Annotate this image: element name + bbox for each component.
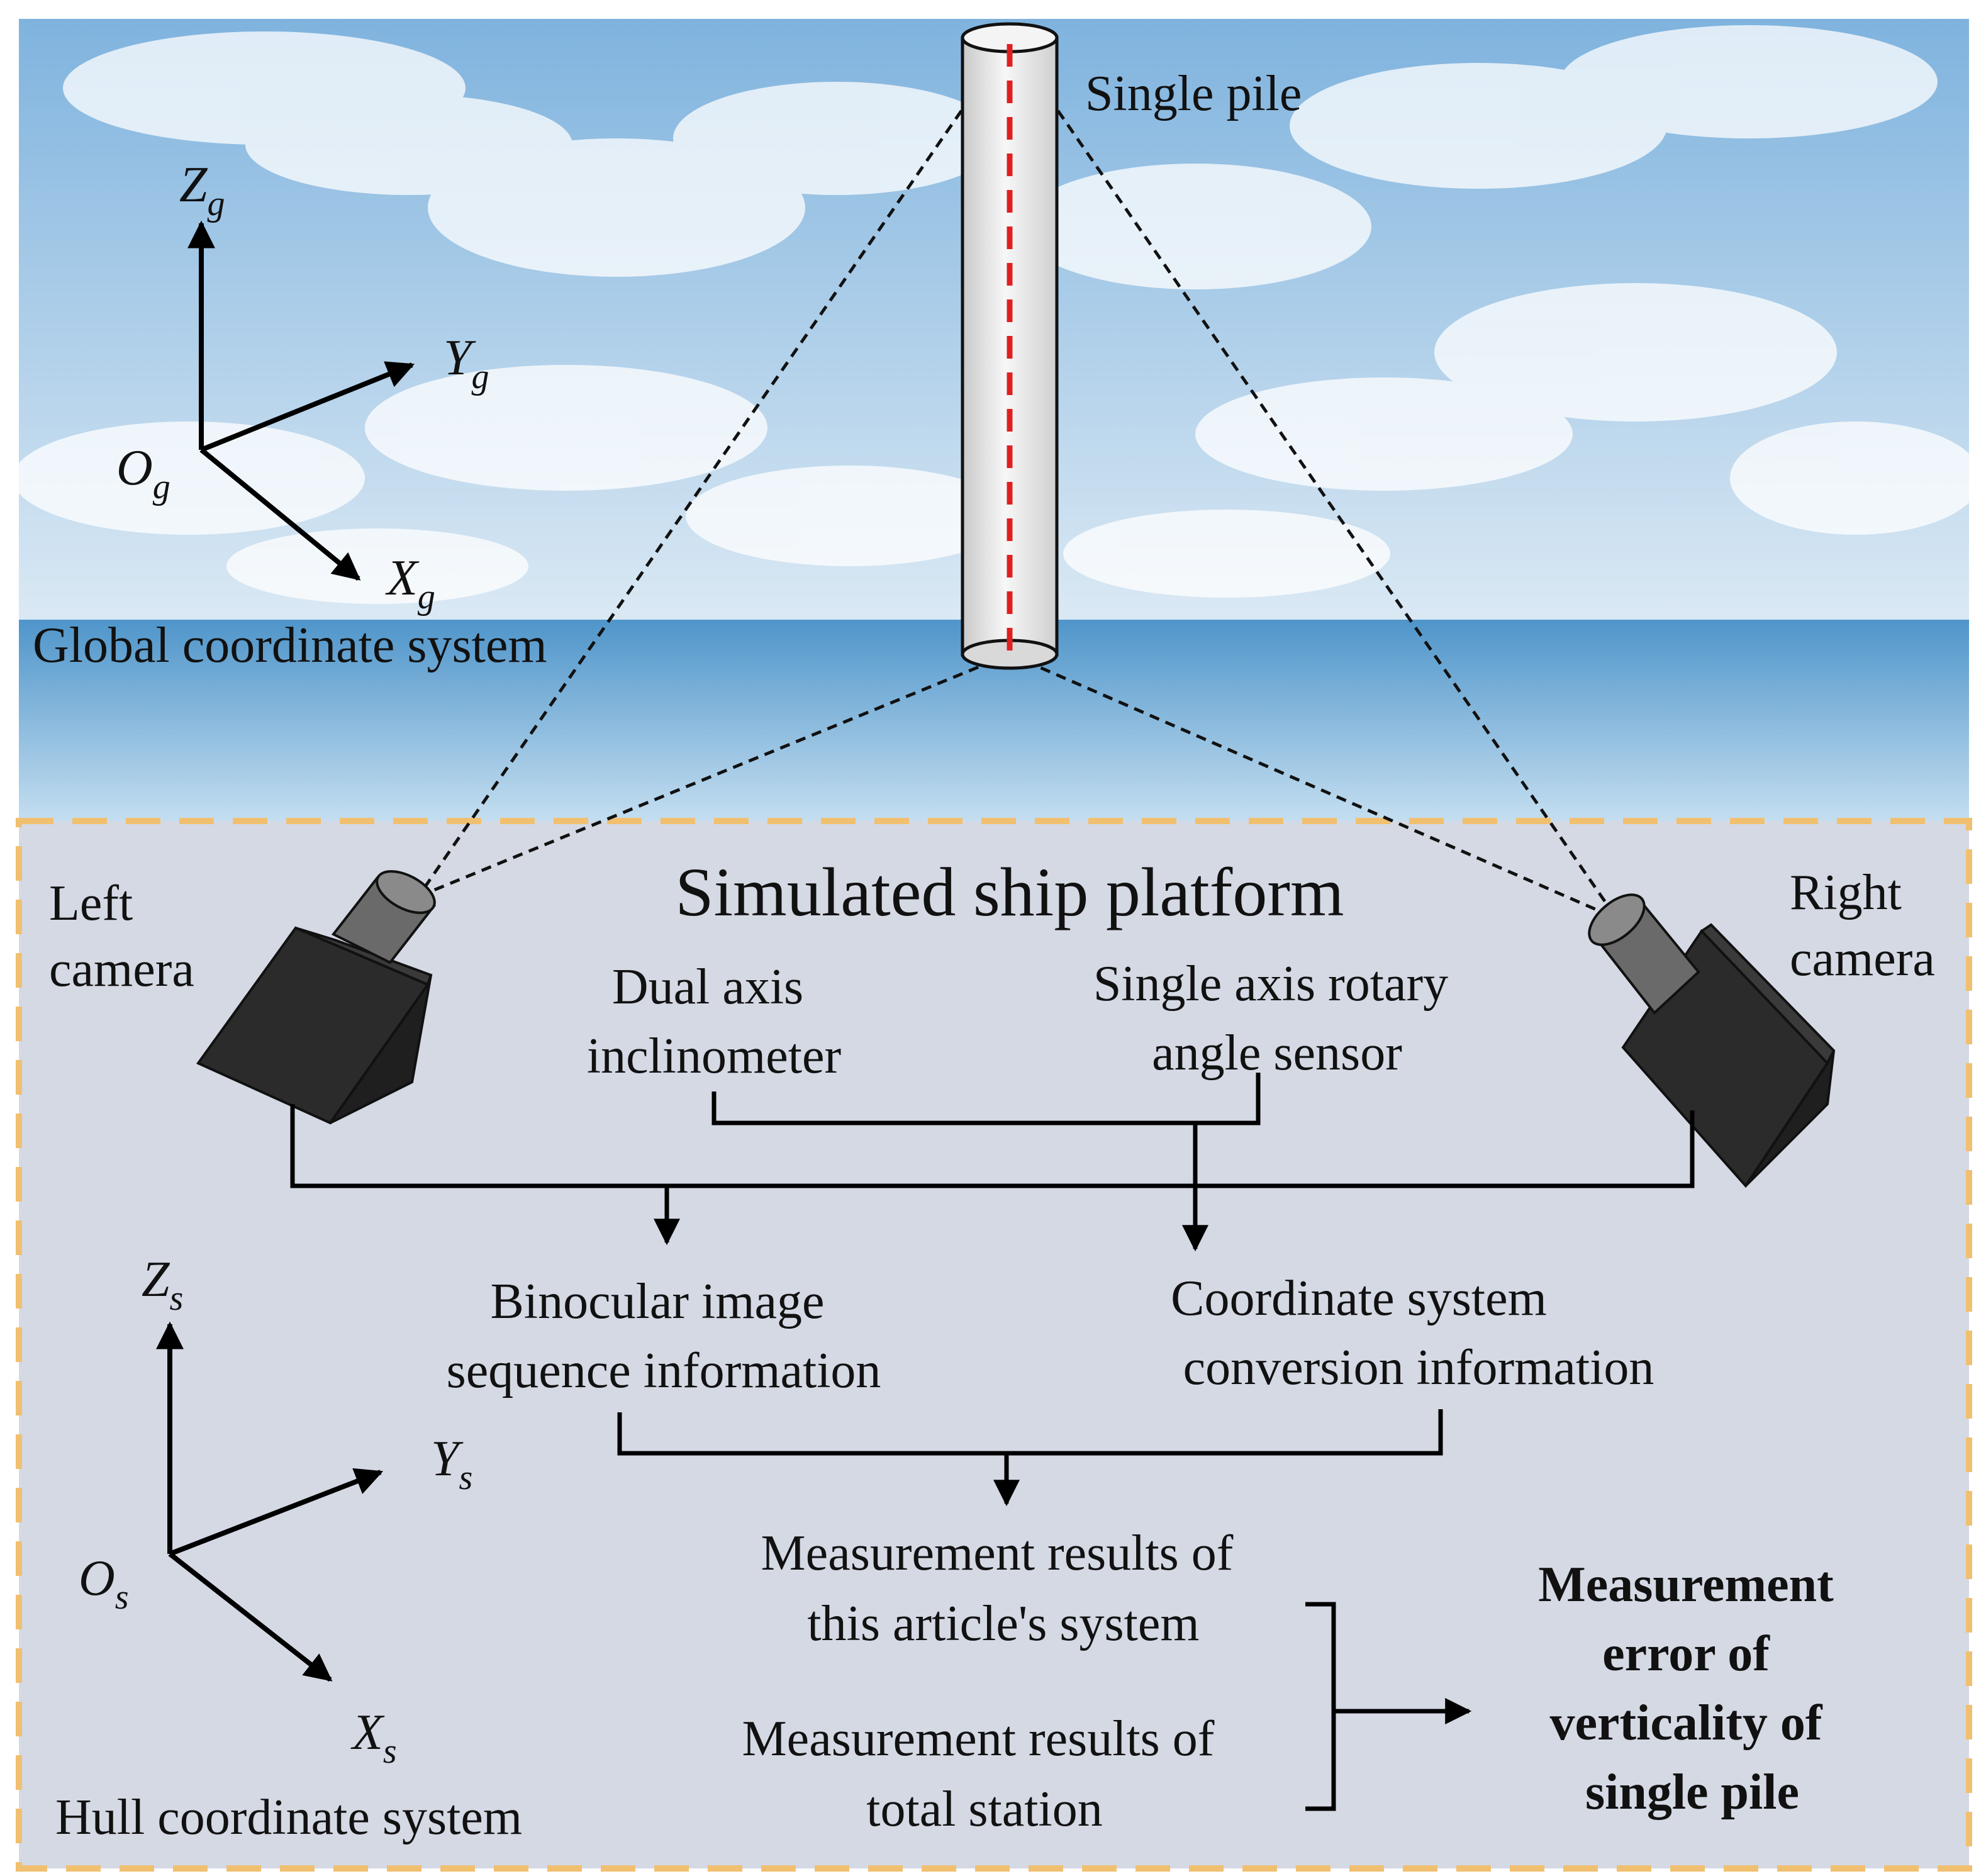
right-camera-icon <box>1588 893 1836 1188</box>
error-label: Measurement error of verticality of sing… <box>1538 1557 1846 1820</box>
left-camera-icon <box>196 870 437 1125</box>
binocular-info-label: Binocular image sequence information <box>447 1274 881 1399</box>
global-y-label: Yg <box>444 330 489 396</box>
clouds <box>13 25 1982 604</box>
global-origin-label: Og <box>116 440 170 506</box>
hull-origin-label: Os <box>79 1551 129 1617</box>
platform-title: Simulated ship platform <box>675 854 1344 930</box>
rotary-sensor-label: Single axis rotary angle sensor <box>1093 956 1461 1081</box>
single-pile <box>961 22 1059 670</box>
hull-cs-title: Hull coordinate system <box>55 1790 522 1845</box>
pile-label: Single pile <box>1085 66 1302 121</box>
connector-lines <box>290 1073 1695 1811</box>
conversion-info-label: Coordinate system conversion information <box>1171 1271 1654 1395</box>
results-station-label: Measurement results of total station <box>742 1711 1227 1837</box>
right-camera-label: Right camera <box>1790 865 1935 986</box>
results-system-label: Measurement results of this article's sy… <box>761 1526 1246 1651</box>
inclinometer-label: Dual axis inclinometer <box>587 959 841 1084</box>
global-x-label: Xg <box>385 550 435 617</box>
global-z-label: Zg <box>179 157 225 223</box>
sight-lines <box>416 40 1619 920</box>
left-camera-label: Left camera <box>49 876 194 997</box>
global-cs-title: Global coordinate system <box>33 618 547 673</box>
hull-z-label: Zs <box>142 1252 183 1318</box>
hull-x-label: Xs <box>350 1705 397 1771</box>
global-coordinate-axes <box>187 220 415 581</box>
platform-border <box>16 818 1972 1872</box>
hull-y-label: Ys <box>431 1431 472 1497</box>
hull-coordinate-axes <box>156 1321 384 1682</box>
